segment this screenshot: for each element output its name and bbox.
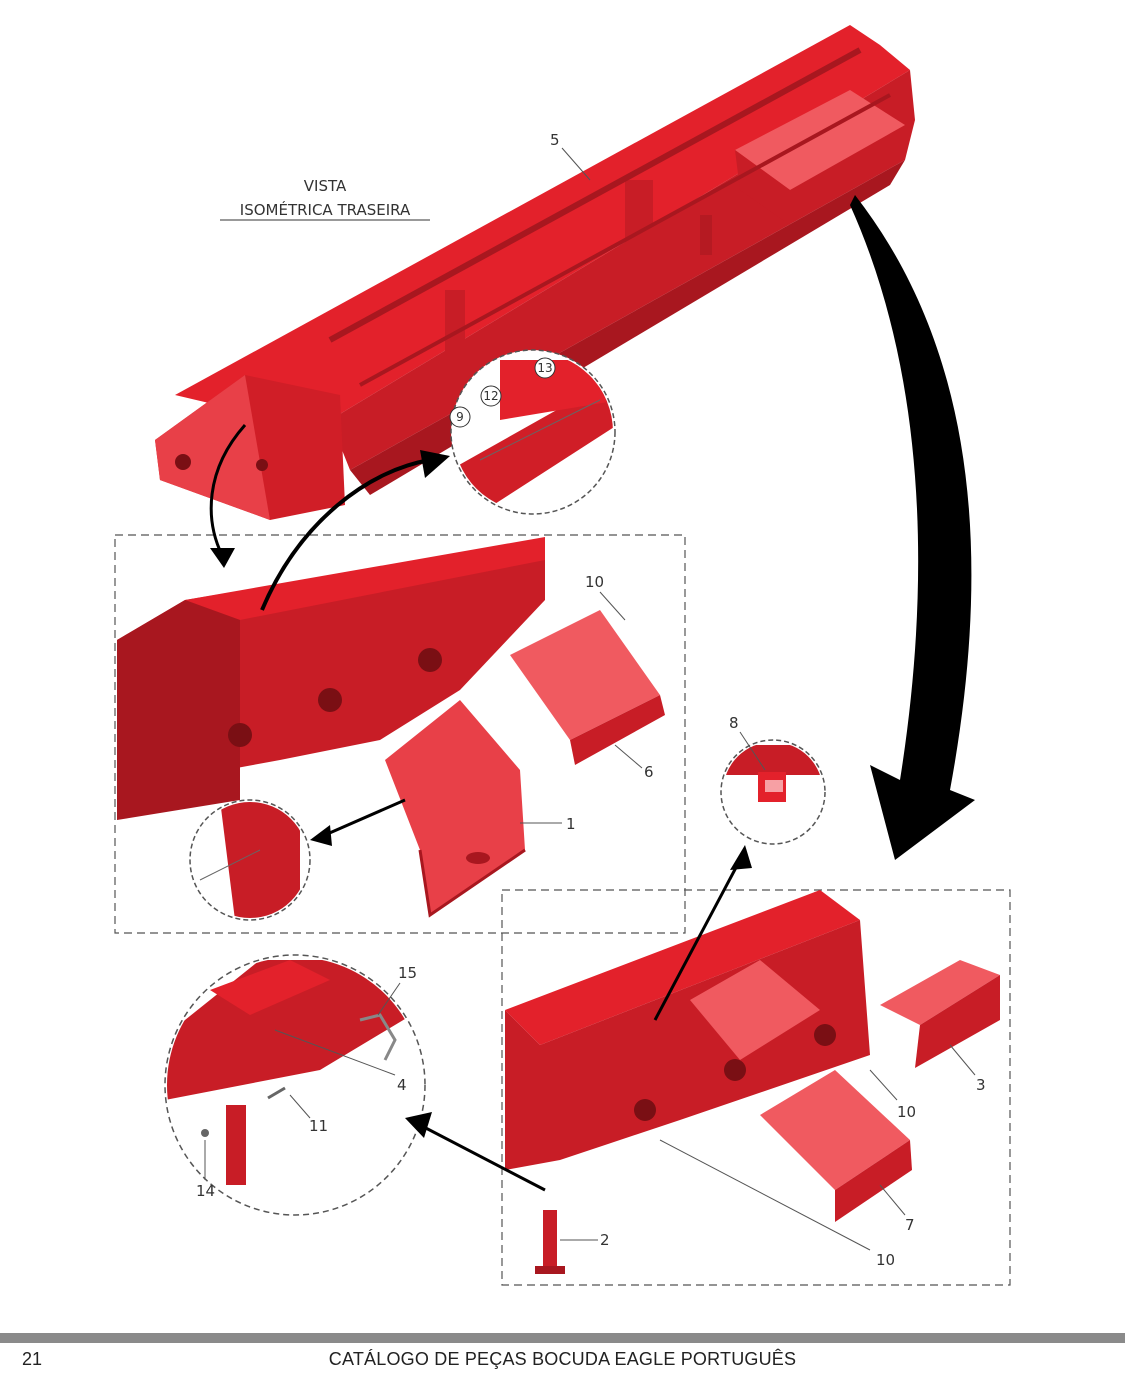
part-7-plate	[760, 1070, 910, 1190]
leader-11	[289, 1094, 311, 1119]
arrow-head-detail	[420, 450, 450, 478]
hinge-detail-red	[220, 802, 300, 918]
callout-10-right-upper: 10	[897, 1103, 916, 1121]
leader-10-right-upper	[869, 1069, 898, 1101]
callout-10-right-lower: 10	[876, 1251, 895, 1269]
callout-12: 12	[483, 389, 498, 403]
beam-bracket-2	[445, 290, 465, 365]
latch-pin	[765, 780, 783, 792]
main-beam-assembly	[155, 25, 915, 520]
part-2-stand	[543, 1210, 557, 1270]
part-1-slot	[466, 852, 490, 864]
badge-13	[534, 357, 556, 379]
beam-inner-bar-2	[359, 93, 891, 387]
callout-9: 9	[456, 410, 464, 424]
arrow-head-hinge	[310, 825, 332, 846]
leader-3	[949, 1044, 976, 1076]
beam-end-face	[155, 375, 270, 520]
right-detail-frame	[501, 889, 1011, 1286]
leader-10-right-lower	[659, 1139, 871, 1251]
callout-13: 13	[537, 361, 552, 375]
view-title-line1: VISTA	[304, 177, 347, 195]
callout-11: 11	[309, 1117, 328, 1135]
badge-12	[480, 385, 502, 407]
part-2-foot	[535, 1266, 565, 1274]
right-hole-3	[814, 1024, 836, 1046]
detail-circle-stand: 15 4 11 14	[164, 954, 426, 1216]
latch-body	[725, 745, 823, 775]
leader-10-left	[599, 591, 626, 621]
beam-bracket-1	[625, 180, 653, 260]
exploded-parts-diagram: VISTA ISOMÉTRICA TRASEIRA 5 9 12 13	[114, 25, 1011, 1286]
part-6-plate-fold	[570, 695, 665, 765]
leader-4	[274, 1029, 396, 1076]
part-1-cover-edge	[418, 848, 526, 918]
beam-rear-cover	[735, 90, 905, 190]
leader-6	[614, 744, 643, 769]
callout-4: 4	[397, 1076, 407, 1094]
arrow-stand-to-circle	[419, 1123, 546, 1192]
leader-7	[879, 1184, 906, 1216]
part-7-fold	[835, 1140, 912, 1222]
detail-circle-latch: 8	[720, 714, 826, 845]
leader-8	[739, 731, 766, 771]
arrow-cover-to-hinge	[324, 798, 406, 837]
hinge-detail-line	[199, 849, 261, 881]
part-3-side	[915, 975, 1000, 1068]
beam-support-leg	[700, 215, 712, 255]
part-3-plate	[880, 960, 1000, 1025]
arrow-right-to-latch	[653, 859, 742, 1021]
callout-6: 6	[644, 763, 654, 781]
left-detail-frame	[114, 534, 686, 934]
callout-15: 15	[398, 964, 417, 982]
callout-5: 5	[550, 131, 560, 149]
arrow-head-latch	[730, 845, 752, 870]
callout-8: 8	[729, 714, 739, 732]
callout-7: 7	[905, 1216, 915, 1234]
big-curved-arrow	[850, 195, 975, 860]
part-1-cover	[385, 700, 525, 915]
left-assembly-top	[185, 537, 545, 620]
part-6-plate	[510, 610, 660, 740]
left-detail-box: 10 6 1	[114, 534, 686, 934]
arrows	[209, 195, 975, 1192]
leader-15	[377, 982, 401, 1016]
badge-9	[449, 406, 471, 428]
arrow-head-left-box	[210, 548, 235, 568]
left-hole-2	[318, 688, 342, 712]
left-assembly-front	[117, 600, 240, 820]
callout-10-left: 10	[585, 573, 604, 591]
right-hole-1	[634, 1099, 656, 1121]
left-hole-3	[418, 648, 442, 672]
beam-end-hole	[175, 454, 191, 470]
detail-circle-fasteners: 9 12 13	[449, 349, 616, 515]
callout-14: 14	[196, 1182, 215, 1200]
left-hole-1	[228, 723, 252, 747]
stand-detail-block	[210, 960, 330, 1015]
stand-bolt	[267, 1086, 286, 1100]
beam-rear-cover-side	[735, 150, 790, 225]
stand-detail-pin	[359, 1013, 397, 1061]
detail-bolt-line	[479, 399, 601, 461]
arrow-left-to-detail	[260, 458, 431, 611]
footer-catalog-title: CATÁLOGO DE PEÇAS BOCUDA EAGLE PORTUGUÊS	[328, 1349, 797, 1369]
beam-inner-bar	[328, 47, 862, 343]
view-title: VISTA ISOMÉTRICA TRASEIRA	[220, 177, 430, 221]
stand-detail-leg	[226, 1105, 246, 1185]
page-number: 21	[22, 1349, 43, 1369]
callout-3: 3	[976, 1076, 986, 1094]
beam-end-hole-2	[256, 459, 268, 471]
right-assembly-cover	[690, 960, 820, 1060]
footer-divider-bar	[0, 1333, 1125, 1343]
view-title-line2: ISOMÉTRICA TRASEIRA	[240, 200, 411, 219]
callout-2: 2	[600, 1231, 610, 1249]
right-detail-box: 3 10 7 10 2	[501, 889, 1011, 1286]
callout-1: 1	[566, 815, 576, 833]
stand-nut	[201, 1129, 209, 1137]
detail-beam-part	[453, 380, 613, 512]
right-hole-2	[724, 1059, 746, 1081]
arrow-head-stand-circle	[405, 1112, 432, 1138]
arrow-beam-to-left	[209, 424, 247, 556]
leader-5	[561, 147, 591, 181]
